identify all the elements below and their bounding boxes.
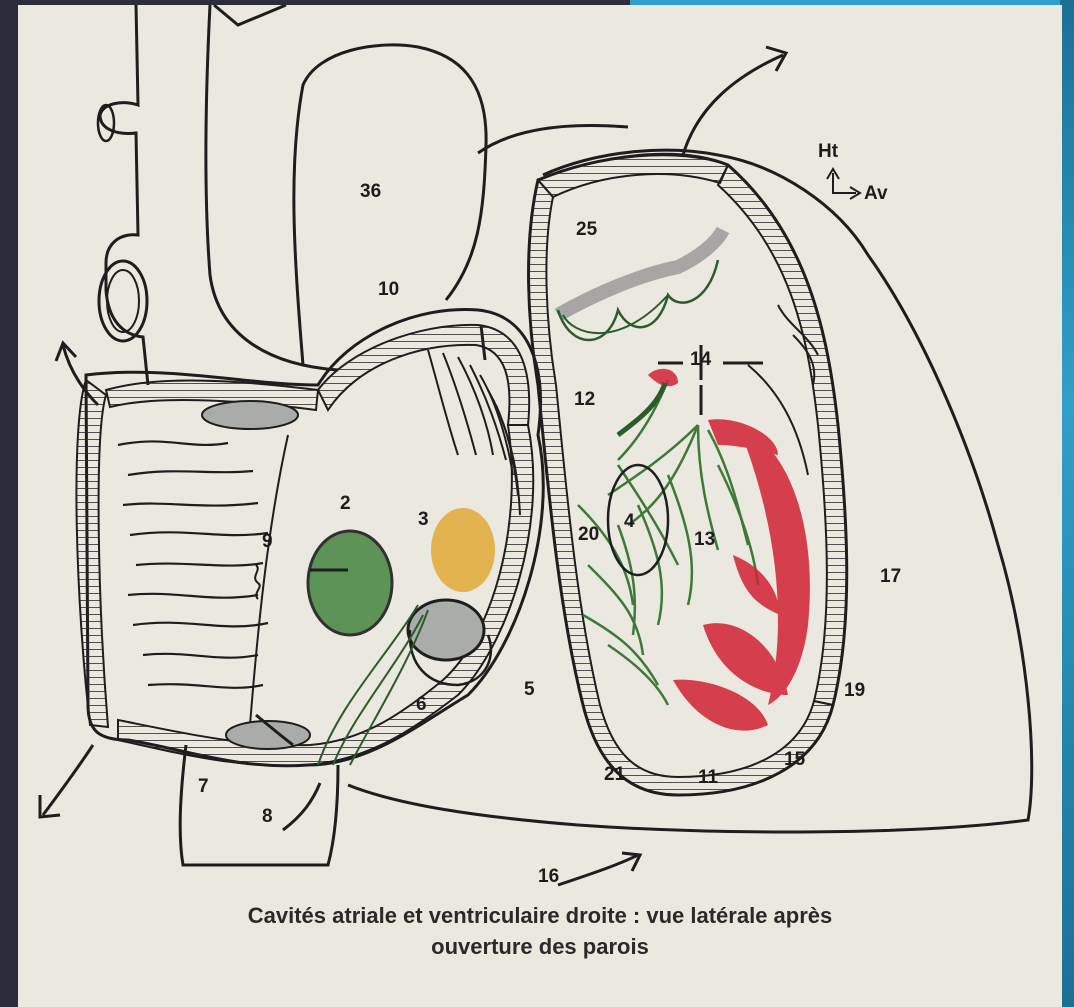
orientation-up-label: Ht	[818, 141, 839, 162]
label-20: 20	[578, 524, 599, 545]
pulmonary-valve	[558, 230, 723, 340]
label-9: 9	[262, 531, 273, 552]
label-13: 13	[694, 529, 715, 550]
label-14: 14	[690, 349, 712, 370]
orientation-forward-label: Av	[864, 183, 888, 204]
label-10: 10	[378, 279, 399, 300]
label-16: 16	[538, 866, 559, 887]
label-25: 25	[576, 219, 598, 240]
superior-vena-cava	[98, 5, 338, 385]
diagram-photo: Ht Av 36 10 25 14 12 2 3 9 20 4 13 17 5 …	[18, 5, 1062, 1007]
label-17: 17	[880, 566, 901, 587]
label-4: 4	[624, 511, 635, 532]
heart-diagram: Ht Av 36 10 25 14 12 2 3 9 20 4 13 17 5 …	[18, 5, 1062, 1007]
label-2: 2	[340, 493, 351, 514]
figure-caption: Cavités atriale et ventriculaire droite …	[18, 900, 1062, 962]
label-6: 6	[416, 694, 427, 715]
label-19: 19	[844, 680, 865, 701]
red-muscle-regions	[648, 369, 810, 731]
orientation-axes	[827, 169, 860, 199]
caption-line-1: Cavités atriale et ventriculaire droite …	[18, 900, 1062, 931]
label-15: 15	[784, 749, 806, 770]
label-8: 8	[262, 806, 273, 827]
label-3: 3	[418, 509, 429, 530]
label-7: 7	[198, 776, 209, 797]
label-36: 36	[360, 181, 381, 202]
label-21: 21	[604, 764, 626, 785]
label-11: 11	[698, 767, 719, 788]
right-ventricle	[348, 150, 1032, 832]
caption-line-2: ouverture des parois	[18, 931, 1062, 962]
label-5: 5	[524, 679, 535, 700]
label-12: 12	[574, 389, 595, 410]
aorta-outline	[294, 45, 628, 365]
slide-accent-bar-right	[1060, 0, 1074, 1007]
